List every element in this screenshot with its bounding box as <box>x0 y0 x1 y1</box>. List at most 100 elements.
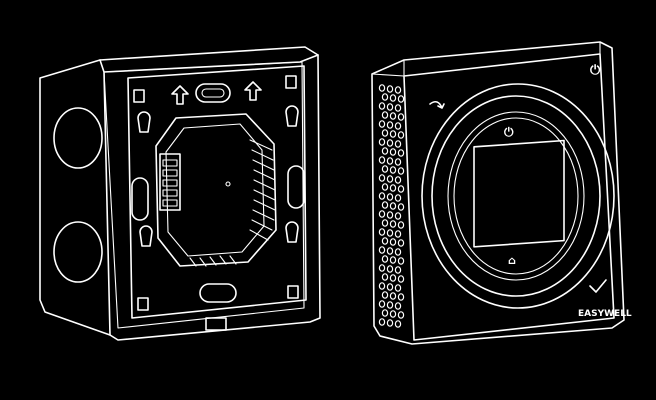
vent-hole <box>386 211 394 219</box>
thermostat-front-face <box>403 53 615 341</box>
vent-hole <box>386 229 394 237</box>
vent-hole <box>397 275 405 283</box>
vent-hole <box>386 175 394 183</box>
side-slot-right <box>287 165 305 209</box>
vent-hole <box>394 86 402 94</box>
arrow-up-icon <box>244 81 262 101</box>
vent-hole <box>378 192 386 200</box>
vent-hole <box>381 147 389 155</box>
vent-hole <box>389 238 397 246</box>
vent-hole <box>381 255 389 263</box>
vent-hole <box>386 247 394 255</box>
vent-hole <box>397 167 405 175</box>
vent-hole <box>378 84 386 92</box>
vent-hole <box>378 264 386 272</box>
vent-hole <box>378 174 386 182</box>
top-slot-inner <box>201 88 225 98</box>
vent-hole <box>397 113 405 121</box>
vent-hole <box>394 104 402 112</box>
vent-hole <box>378 246 386 254</box>
vent-hole <box>389 184 397 192</box>
vent-hole <box>394 212 402 220</box>
vent-hole <box>378 156 386 164</box>
dial-inner-ring <box>447 111 585 281</box>
vent-hole <box>394 266 402 274</box>
vent-hole <box>386 103 394 111</box>
vent-hole <box>394 302 402 310</box>
vent-hole <box>397 185 405 193</box>
corner-tab <box>287 285 299 299</box>
vent-hole <box>394 248 402 256</box>
bottom-tab <box>205 317 227 331</box>
vent-hole <box>381 237 389 245</box>
vent-hole <box>389 292 397 300</box>
vent-hole <box>394 140 402 148</box>
vent-hole <box>378 300 386 308</box>
vent-hole <box>394 284 402 292</box>
back-box-outline <box>39 46 321 341</box>
vent-holes <box>378 84 405 328</box>
dial-ring <box>431 95 601 297</box>
arrow-up-icon <box>171 85 189 105</box>
vent-hole <box>386 283 394 291</box>
vent-hole <box>378 282 386 290</box>
vent-hole <box>378 138 386 146</box>
vent-hole <box>389 310 397 318</box>
vent-hole <box>381 165 389 173</box>
vent-hole <box>378 120 386 128</box>
display-screen <box>473 139 565 248</box>
mounting-plate <box>127 65 307 319</box>
vent-hole <box>378 228 386 236</box>
vent-hole <box>378 210 386 218</box>
dial-bezel <box>453 117 579 275</box>
check-icon <box>589 279 607 293</box>
keyhole-slot <box>137 111 151 133</box>
vent-hole <box>381 129 389 137</box>
corner-power-icon[interactable]: ⏻ <box>590 63 601 78</box>
home-icon: ⌂ <box>508 254 516 267</box>
side-slot-left <box>131 177 149 221</box>
vent-hole <box>389 220 397 228</box>
vent-hole <box>394 122 402 130</box>
center-opening <box>155 113 277 267</box>
vent-hole <box>386 301 394 309</box>
vent-hole <box>397 293 405 301</box>
vent-hole <box>394 230 402 238</box>
corner-tab <box>285 75 297 89</box>
thermostat-device: ⏻ ⌂ ⏻ EASYWELL <box>371 41 632 345</box>
vent-hole <box>389 148 397 156</box>
vent-hole <box>381 219 389 227</box>
vent-hole <box>386 139 394 147</box>
vent-hole <box>397 239 405 247</box>
thermostat-body-outline <box>371 41 625 345</box>
vent-hole <box>386 193 394 201</box>
thermostat-top-edge <box>371 41 601 77</box>
vent-hole <box>389 202 397 210</box>
vent-hole <box>378 318 386 326</box>
vent-hole <box>386 121 394 129</box>
vent-hole <box>381 93 389 101</box>
vent-hole <box>381 111 389 119</box>
vent-hole <box>389 112 397 120</box>
knockout-hole-bottom <box>53 221 103 283</box>
vent-hole <box>389 94 397 102</box>
rotate-arrow-icon <box>429 100 445 109</box>
ribbing <box>189 139 276 267</box>
vent-hole <box>389 274 397 282</box>
corner-tab <box>137 297 149 311</box>
vent-hole <box>397 203 405 211</box>
vent-hole <box>381 309 389 317</box>
center-opening-inner <box>165 123 265 257</box>
vent-hole <box>381 273 389 281</box>
vent-hole <box>389 256 397 264</box>
back-box-rim <box>103 61 305 329</box>
terminal-screws <box>162 159 178 207</box>
vent-hole <box>378 102 386 110</box>
terminal-block <box>159 153 181 211</box>
vent-hole <box>386 157 394 165</box>
vent-hole <box>381 183 389 191</box>
vent-hole <box>397 221 405 229</box>
dial-outer-ring <box>421 83 615 309</box>
vent-hole <box>386 265 394 273</box>
